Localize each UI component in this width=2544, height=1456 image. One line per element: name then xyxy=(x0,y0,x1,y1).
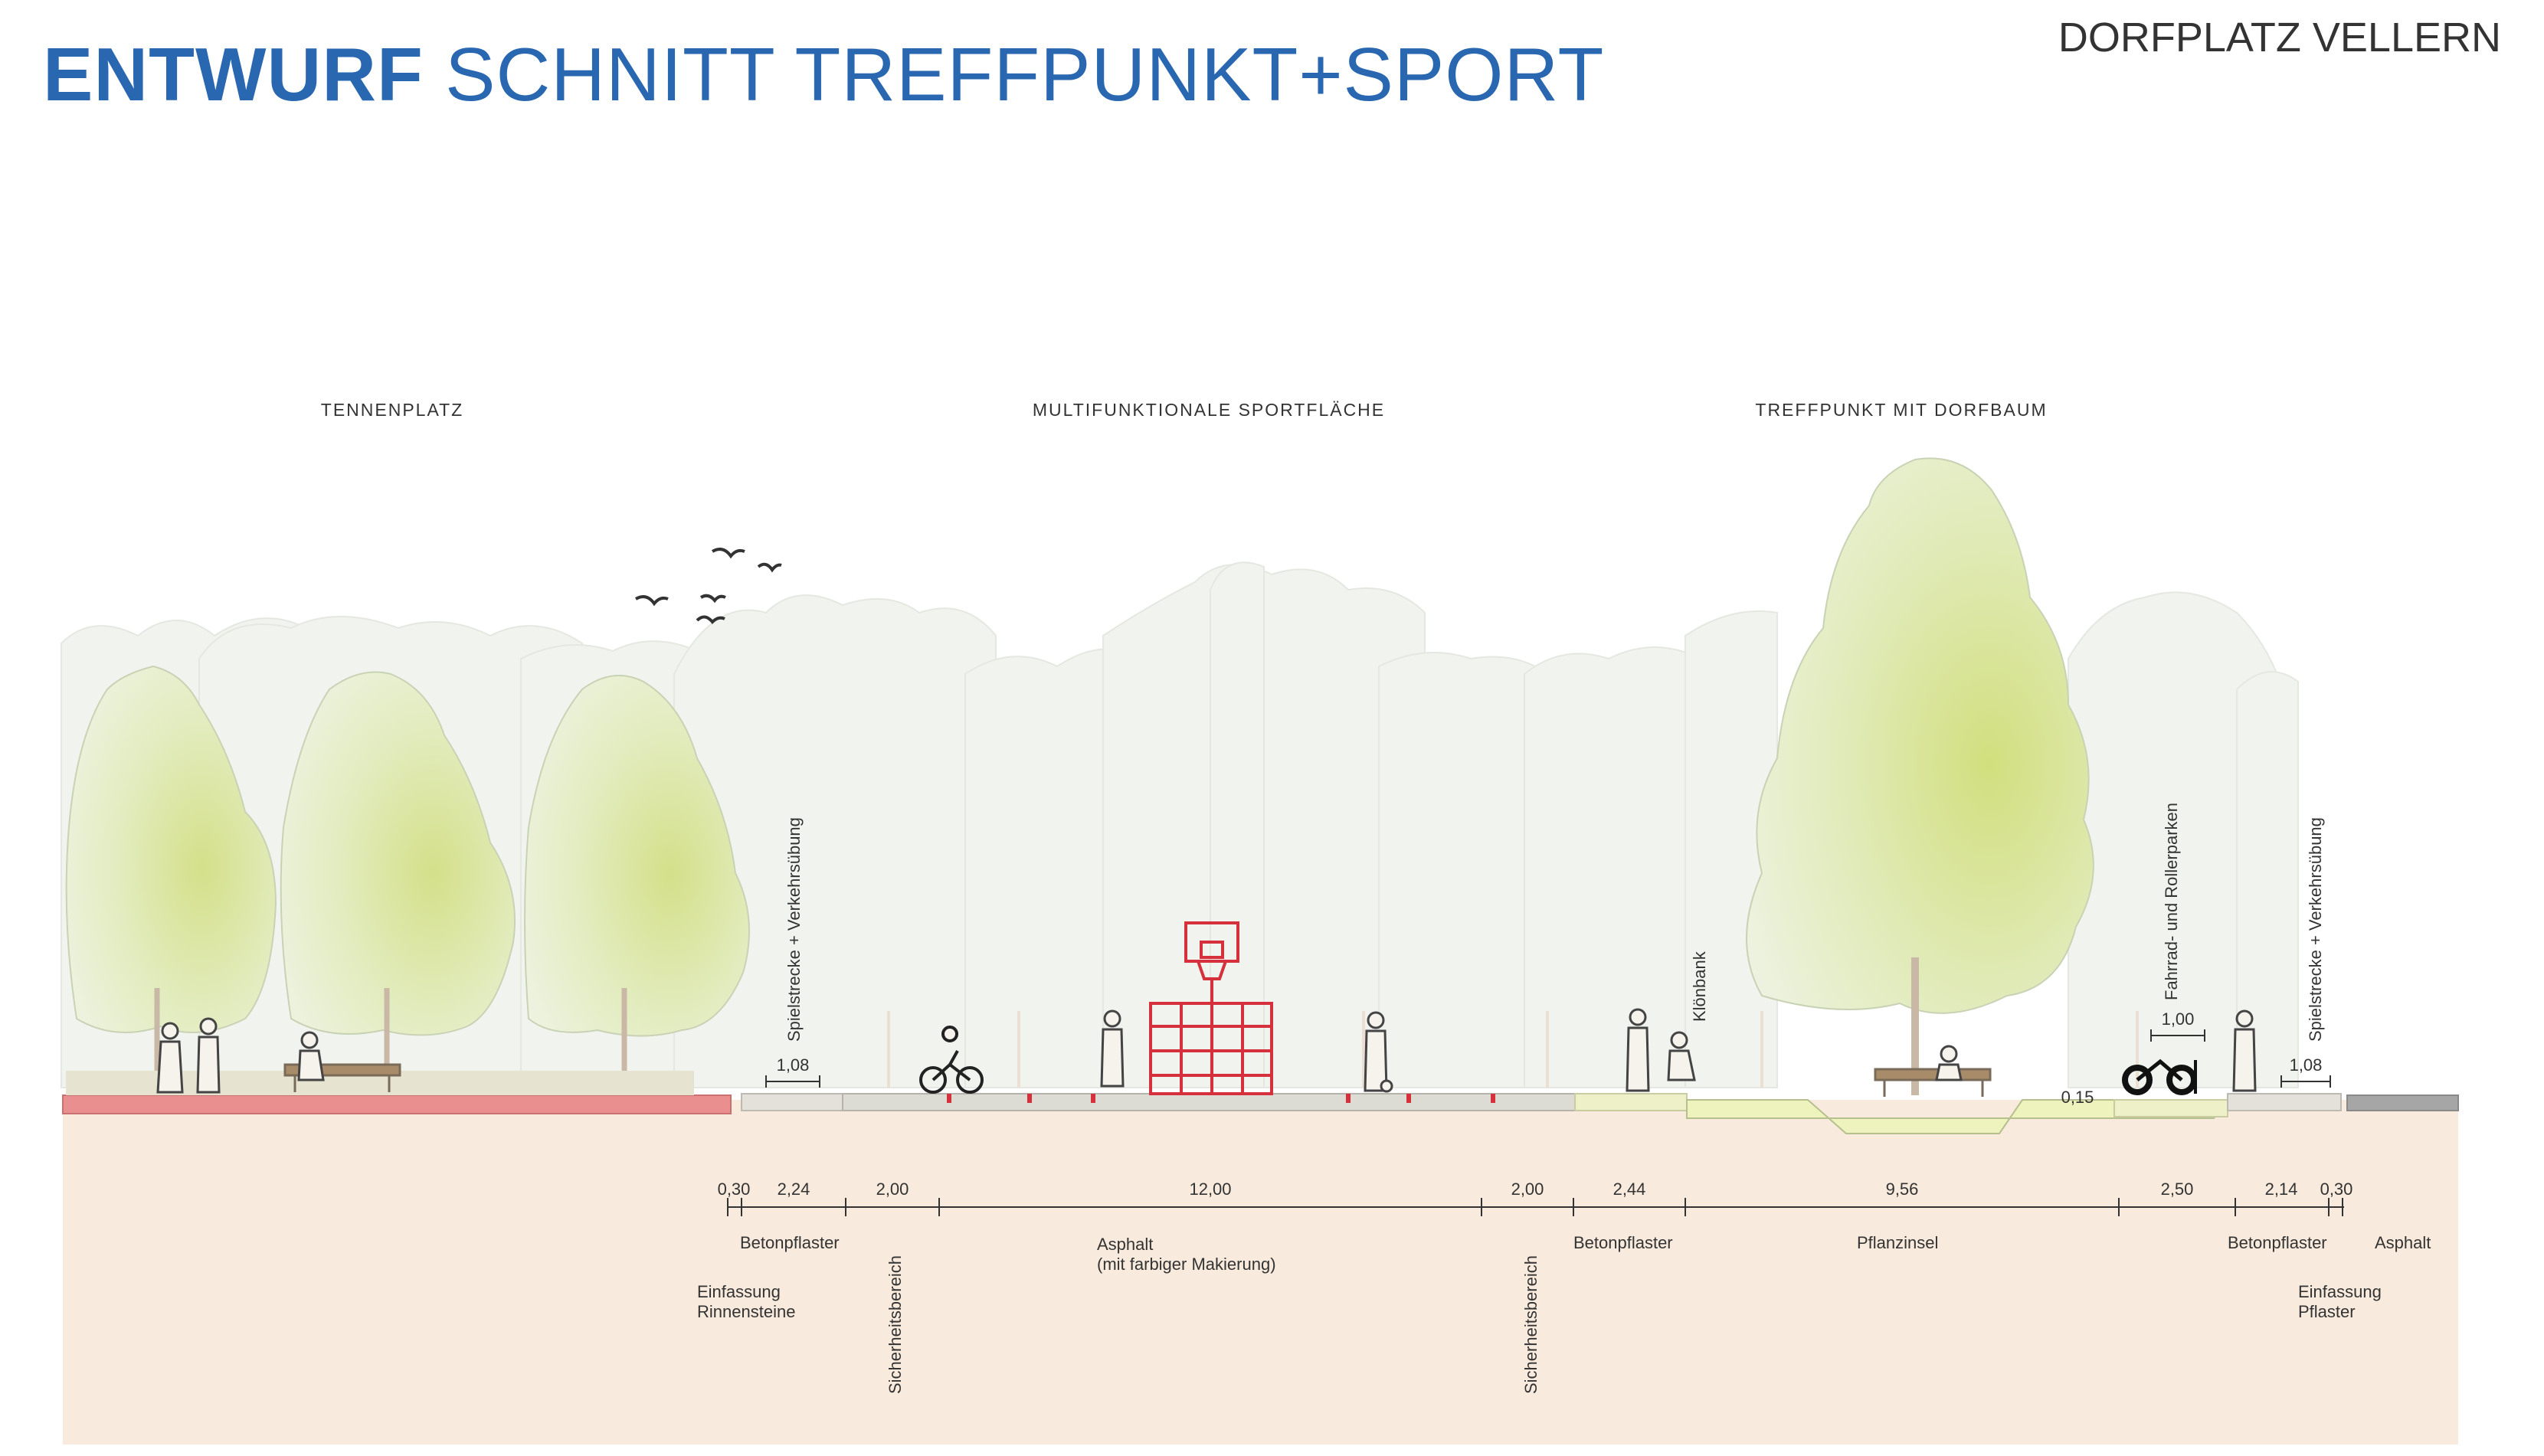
page-title: ENTWURF SCHNITT TREFFPUNKT+SPORT xyxy=(43,37,1604,112)
pflanzinsel-bed xyxy=(1686,1099,2231,1134)
tree-dorfbaum xyxy=(1746,457,2094,1095)
mat-einfassung-2-l2: Pflaster xyxy=(2298,1302,2356,1321)
label-kloenbank: Klönbank xyxy=(1690,950,1709,1022)
mat-betonpflaster-3: Betonpflaster xyxy=(2228,1233,2327,1252)
dim-2: 2,00 xyxy=(876,1180,909,1199)
dim-7: 2,50 xyxy=(2161,1180,2194,1199)
small-dim-right-label: 1,08 xyxy=(2290,1055,2323,1075)
zone-label-sportflaeche: MULTIFUNKTIONALE SPORTFLÄCHE xyxy=(1032,400,1386,420)
zone-label-tennenplatz: TENNENPLATZ xyxy=(320,400,464,420)
paving-klonbank xyxy=(1574,1093,1688,1111)
mat-betonpflaster-1: Betonpflaster xyxy=(740,1233,840,1252)
label-spielstrecke-right: Spielstrecke + Verkehrsübung xyxy=(2306,817,2325,1042)
mat-einfassung-1-l2: Rinnensteine xyxy=(697,1302,795,1321)
small-dimension-fahrrad xyxy=(2150,1029,2205,1042)
mat-pflanzinsel: Pflanzinsel xyxy=(1857,1233,1938,1252)
dim-9: 0,30 xyxy=(2320,1180,2353,1199)
small-dim-pflanzinsel-label: 0,15 xyxy=(2061,1088,2094,1107)
court-markings xyxy=(947,1094,1495,1103)
asphalt-right xyxy=(2346,1094,2459,1111)
mat-sicherheit-2: Sicherheitsbereich xyxy=(1521,1255,1540,1394)
paving-fahrrad xyxy=(2113,1099,2228,1117)
ground-soil xyxy=(63,1100,2458,1445)
small-dimension-right xyxy=(2280,1075,2331,1088)
dimension-line xyxy=(727,1198,2344,1216)
mat-asphalt-right: Asphalt xyxy=(2375,1233,2431,1252)
mat-betonpflaster-2: Betonpflaster xyxy=(1573,1233,1673,1252)
small-dim-left-label: 1,08 xyxy=(777,1055,810,1075)
people xyxy=(156,1008,2257,1094)
dimension-labels: 0,30 2,24 2,00 12,00 2,00 2,44 9,56 2,50… xyxy=(718,1180,2353,1199)
zone-label-treffpunkt: TREFFPUNKT MIT DORFBAUM xyxy=(1755,400,2048,420)
parked-bikes xyxy=(2122,1058,2197,1095)
bench-dorfbaum xyxy=(1874,1068,1992,1097)
dim-3: 12,00 xyxy=(1189,1180,1231,1199)
paving-right xyxy=(2227,1093,2342,1111)
mat-asphalt-l2: (mit farbiger Makierung) xyxy=(1097,1255,1276,1274)
project-name: DORFPLATZ VELLERN xyxy=(2058,15,2501,61)
basketball-goal xyxy=(1149,921,1273,1095)
asphalt-court xyxy=(842,1093,1576,1111)
dim-5: 2,44 xyxy=(1613,1180,1646,1199)
mat-einfassung-2-l1: Einfassung xyxy=(2298,1282,2382,1301)
small-dimension-left xyxy=(765,1075,820,1088)
small-dim-fahrrad-label: 1,00 xyxy=(2162,1009,2195,1029)
label-fahrrad: Fahrrad- und Rollerparken xyxy=(2162,803,2181,1000)
title-main: SCHNITT TREFFPUNKT+SPORT xyxy=(445,32,1605,116)
dim-4: 2,00 xyxy=(1511,1180,1544,1199)
dim-1: 2,24 xyxy=(778,1180,810,1199)
label-spielstrecke-left: Spielstrecke + Verkehrsübung xyxy=(784,817,804,1042)
mat-asphalt-l1: Asphalt xyxy=(1097,1235,1153,1254)
title-prefix: ENTWURF xyxy=(43,32,424,116)
paving-left xyxy=(741,1093,843,1111)
mat-einfassung-1-l1: Einfassung xyxy=(697,1282,781,1301)
dim-6: 9,56 xyxy=(1886,1180,1919,1199)
dim-0: 0,30 xyxy=(718,1180,751,1199)
material-labels: Betonpflaster Einfassung Rinnensteine Si… xyxy=(697,1233,2431,1394)
mat-sicherheit-1: Sicherheitsbereich xyxy=(886,1255,905,1394)
dim-8: 2,14 xyxy=(2265,1180,2298,1199)
tennenplatz-surface xyxy=(62,1094,732,1114)
background-trunks xyxy=(887,1011,2139,1088)
birds xyxy=(635,548,782,624)
cyclist xyxy=(919,1026,984,1094)
